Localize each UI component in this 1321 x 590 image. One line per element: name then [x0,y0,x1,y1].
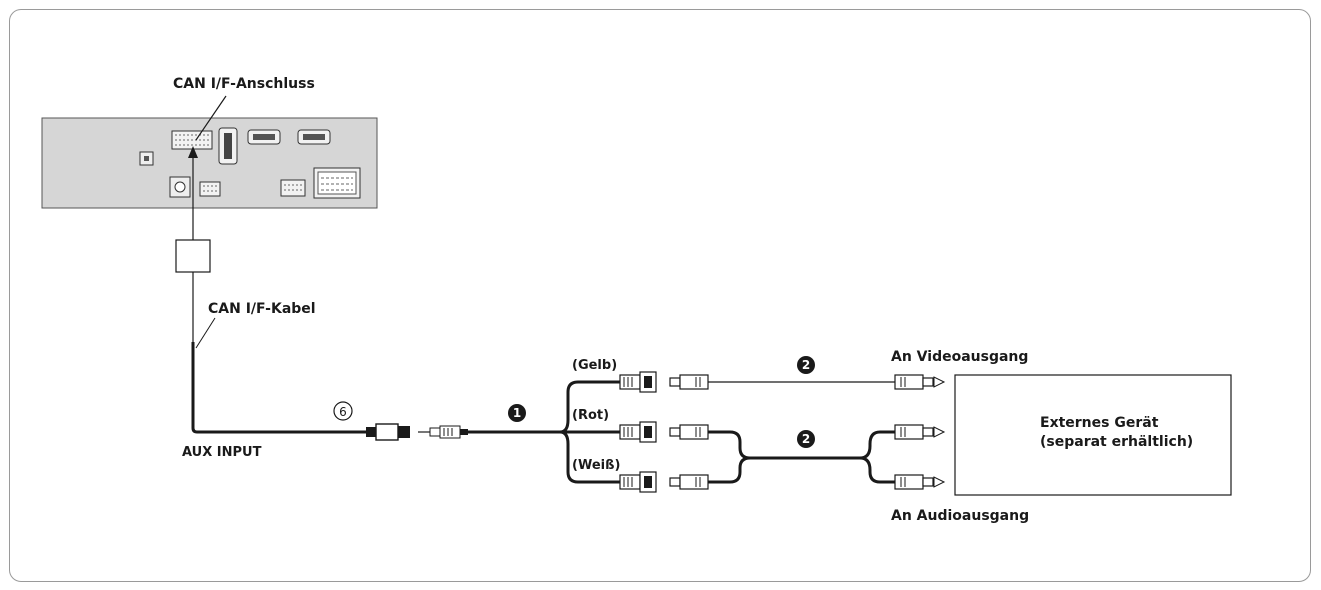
label-can-if-cable: CAN I/F-Kabel [208,301,316,317]
mini-plug [418,425,468,439]
marker-2-video: 2 [797,356,815,374]
label-external-device-note: (separat erhältlich) [1040,434,1193,450]
aux-input-connector [366,423,410,441]
arrow-audio-white-in [933,476,946,488]
can-if-cable [191,342,368,434]
rca-plug-audio-white-right [894,474,934,490]
rca-plug-audio-white-left [669,474,709,490]
rca-jack-red [619,421,657,443]
label-to-video-out: An Videoausgang [891,349,1028,365]
can-port-leader-line [195,95,227,141]
can-if-cable-connector [175,239,211,273]
label-can-if-port: CAN I/F-Anschluss [173,76,315,92]
label-white: (Weiß) [572,458,620,473]
small-connector [199,181,221,197]
rca-plug-audio-red-right [894,424,934,440]
av-cable-yellow-branch [559,380,622,434]
marker-1: 1 [508,404,526,422]
rca-jack-white [619,471,657,493]
power-connector-small [280,179,306,197]
marker-6: 6 [333,401,353,421]
marker-2-audio: 2 [797,430,815,448]
rca-plug-audio-red-left [669,424,709,440]
round-jack [174,181,186,193]
rca-plug-video-right [894,374,934,390]
can-port-arrow [188,146,198,240]
external-device-box [954,374,1232,496]
head-unit-rear-panel [41,117,378,209]
label-aux-input: AUX INPUT [182,445,262,460]
av-cable-white-branch [559,430,622,484]
can-if-port [171,130,213,150]
rca-plug-video-left [669,374,709,390]
label-red: (Rot) [572,408,609,423]
arrow-audio-red-in [933,426,946,438]
audio-extension-cable [708,430,860,460]
can-cable-leader-line [195,317,216,349]
power-connector-large [313,167,361,199]
hdmi-port-left [247,129,281,145]
marker-2-video-text: 2 [802,358,810,372]
vertical-usb-port [218,127,238,165]
rca-jack-yellow [619,371,657,393]
label-yellow: (Gelb) [572,358,617,373]
label-external-device: Externes Gerät [1040,415,1159,431]
marker-6-text: 6 [339,405,347,419]
arrow-video-in [933,376,946,388]
hdmi-port-right [297,129,331,145]
marker-2-audio-text: 2 [802,432,810,446]
marker-1-text: 1 [513,406,521,420]
diagram-frame [9,9,1311,582]
label-to-audio-out: An Audioausgang [891,508,1029,524]
